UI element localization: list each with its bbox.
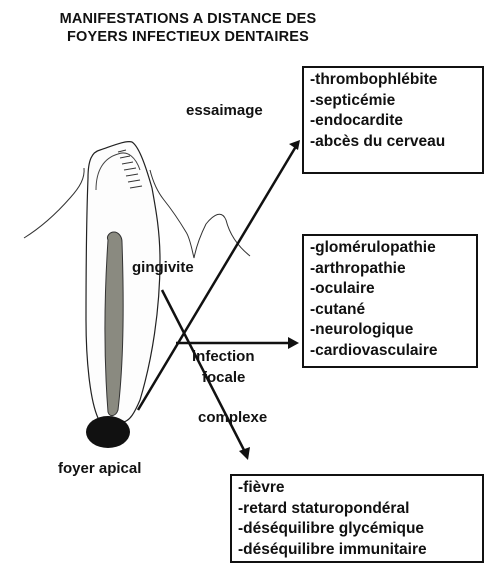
list-item: -cutané — [310, 300, 470, 321]
title-line-2: FOYERS INFECTIEUX DENTAIRES — [18, 28, 358, 46]
gum-contour — [24, 168, 84, 238]
list-item: -fièvre — [238, 478, 476, 499]
diagram-title: MANIFESTATIONS A DISTANCE DES FOYERS INF… — [18, 10, 358, 46]
list-item: -déséquilibre immunitaire — [238, 540, 476, 561]
box-essaimage: -thrombophlébite -septicémie -endocardit… — [302, 66, 484, 174]
title-line-1: MANIFESTATIONS A DISTANCE DES — [18, 10, 358, 28]
arrow-focale-head — [288, 337, 299, 349]
box-complexe: -fièvre -retard staturopondéral -déséqui… — [230, 474, 484, 563]
list-item: -glomérulopathie — [310, 238, 470, 259]
list-item: -oculaire — [310, 279, 470, 300]
list-item: -thrombophlébite — [310, 70, 476, 91]
box-focale: -glomérulopathie -arthropathie -oculaire… — [302, 234, 478, 368]
list-item: -cardiovasculaire — [310, 341, 470, 362]
label-complexe: complexe — [198, 409, 267, 427]
label-foyer-apical: foyer apical — [58, 460, 141, 478]
label-infection: infection — [192, 348, 255, 366]
label-essaimage: essaimage — [186, 102, 263, 120]
list-item: -septicémie — [310, 91, 476, 112]
apical-abscess — [86, 416, 130, 448]
list-item: -arthropathie — [310, 259, 470, 280]
label-gingivite: gingivite — [132, 259, 194, 277]
list-item: -endocardite — [310, 111, 476, 132]
list-item: -déséquilibre glycémique — [238, 519, 476, 540]
root-canal — [105, 232, 123, 416]
list-item: -retard staturopondéral — [238, 499, 476, 520]
label-focale: focale — [202, 369, 245, 387]
list-item: -neurologique — [310, 320, 470, 341]
list-item: -abcès du cerveau — [310, 132, 476, 153]
gum-contour-right — [150, 170, 250, 258]
